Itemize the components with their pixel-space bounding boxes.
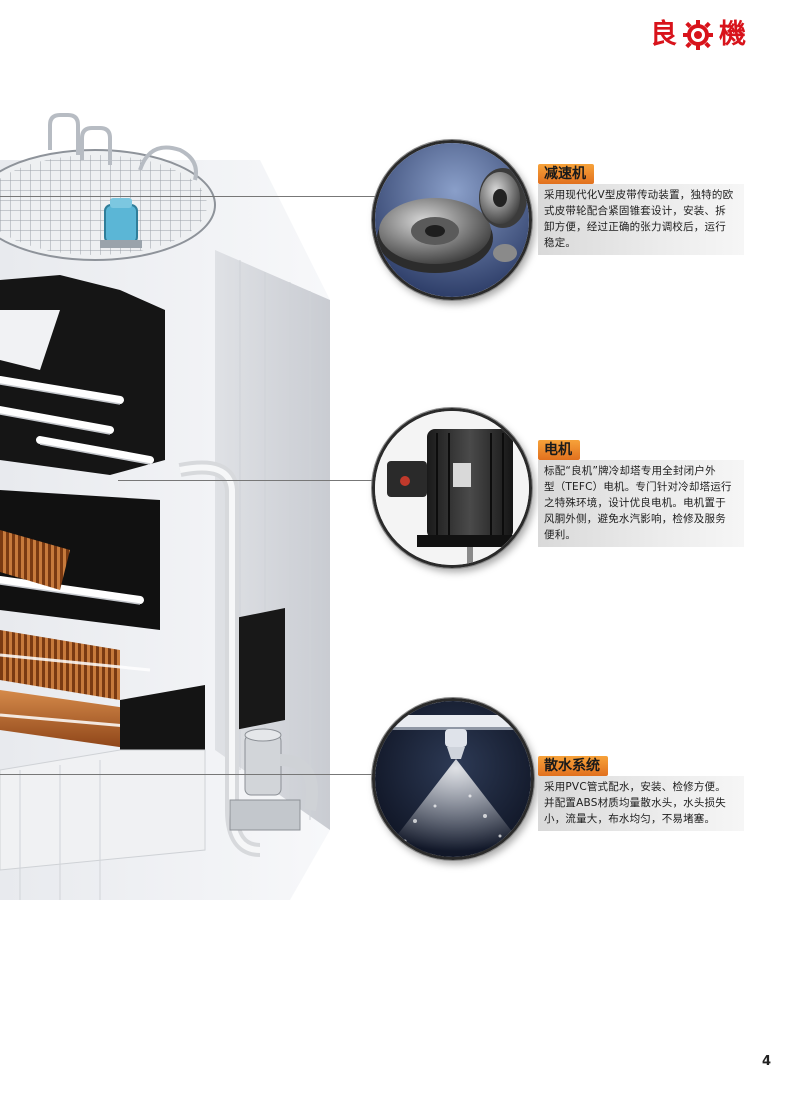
- spray-nozzle-photo: [372, 698, 534, 860]
- spray-line: 并配置ABS材质均量散水头，水头损失: [544, 797, 726, 809]
- spray-panel: 散水系统 采用PVC管式配水，安装、检修方便。 并配置ABS材质均量散水头，水头…: [538, 756, 744, 831]
- motor-line: 风胴外侧，避免水汽影响，检修及服务: [544, 513, 726, 525]
- motor-description: 标配“良机”牌冷却塔专用全封闭户外 型（TEFC）电机。专门针对冷却塔运行 之特…: [538, 460, 744, 547]
- reducer-description: 采用现代化V型皮带传动装置，独特的欧 式皮带轮配合紧固锥套设计，安装、拆 卸方便…: [538, 184, 744, 255]
- motor-line: 型（TEFC）电机。专门针对冷却塔运行: [544, 481, 732, 493]
- reducer-line: 卸方便，经过正确的张力调校后，运行: [544, 221, 726, 233]
- leader-line-reducer: [0, 196, 380, 197]
- page-number: 4: [762, 1054, 772, 1069]
- logo-char-left: 良: [650, 19, 677, 50]
- motor-line: 之特殊环境，设计优良电机。电机置于: [544, 497, 726, 509]
- logo-char-right: 機: [719, 19, 746, 50]
- spray-line: 小，流量大，布水均匀，不易堵塞。: [544, 813, 716, 825]
- reducer-line: 式皮带轮配合紧固锥套设计，安装、拆: [544, 205, 726, 217]
- cooling-tower-illustration: [0, 110, 400, 1010]
- motor-panel: 电机 标配“良机”牌冷却塔专用全封闭户外 型（TEFC）电机。专门针对冷却塔运行…: [538, 440, 744, 547]
- brand-logo: 良 機: [650, 18, 746, 52]
- gear-logo-icon: [683, 20, 713, 50]
- motor-line: 便利。: [544, 529, 577, 541]
- spray-title: 散水系统: [538, 756, 608, 776]
- leader-line-motor: [118, 480, 380, 481]
- reducer-line: 采用现代化V型皮带传动装置，独特的欧: [544, 189, 734, 201]
- spray-description: 采用PVC管式配水，安装、检修方便。 并配置ABS材质均量散水头，水头损失 小，…: [538, 776, 744, 831]
- reducer-title: 减速机: [538, 164, 594, 184]
- reducer-photo: [372, 140, 532, 300]
- leader-line-spray: [0, 774, 380, 775]
- motor-photo: [372, 408, 532, 568]
- reducer-panel: 减速机 采用现代化V型皮带传动装置，独特的欧 式皮带轮配合紧固锥套设计，安装、拆…: [538, 164, 744, 255]
- reducer-line: 稳定。: [544, 237, 577, 249]
- motor-line: 标配“良机”牌冷却塔专用全封闭户外: [544, 465, 716, 477]
- motor-title: 电机: [538, 440, 580, 460]
- spray-line: 采用PVC管式配水，安装、检修方便。: [544, 781, 726, 793]
